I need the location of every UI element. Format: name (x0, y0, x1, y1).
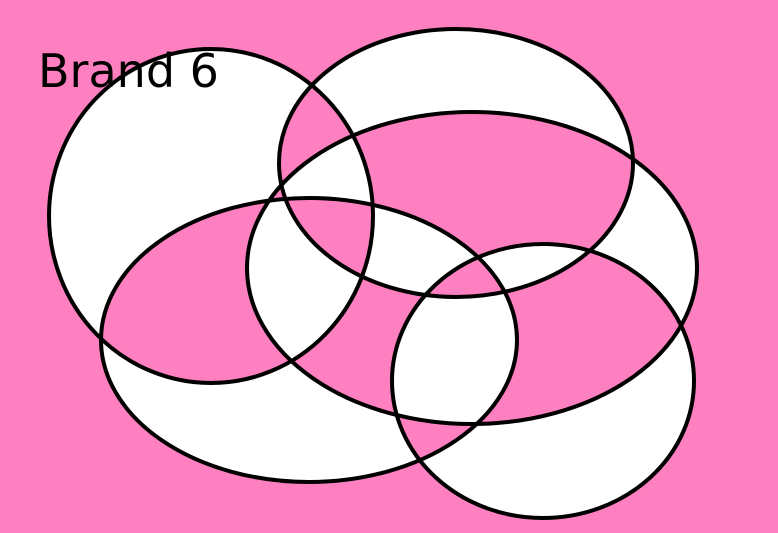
set-outline-5 (390, 242, 696, 520)
set-outline-4 (99, 196, 519, 484)
set-outline-1 (47, 47, 375, 385)
set-outline-3 (245, 110, 699, 426)
diagram-label: Brand 6 (38, 44, 219, 98)
set-outline-2 (277, 27, 635, 299)
venn-parity-fill (49, 29, 697, 518)
